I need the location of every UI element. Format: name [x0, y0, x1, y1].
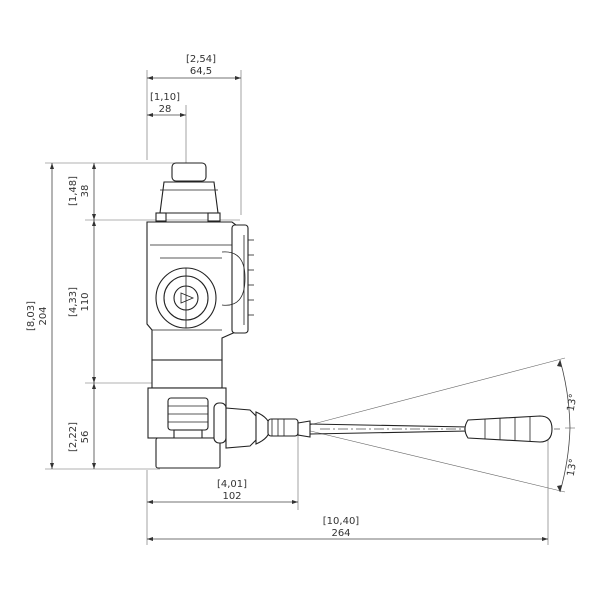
- lever-knob: [464, 415, 553, 443]
- dim-lever-to-body-mm: 102: [222, 491, 241, 502]
- bolt-right: [207, 212, 221, 222]
- spool-cap: [171, 162, 207, 182]
- dim-total-height: [8,03] 204: [26, 162, 180, 470]
- dim-total-height-mm: 204: [38, 306, 49, 325]
- valve-body: [146, 162, 299, 469]
- dim-mid-height-inch: [4,33]: [68, 287, 79, 317]
- dim-overall-length-mm: 264: [331, 528, 350, 539]
- dim-total-width-inch: [2,54]: [186, 54, 216, 65]
- dim-overall-length-inch: [10,40]: [323, 516, 360, 527]
- boot: [225, 407, 259, 449]
- dim-bottom-height-inch: [2,22]: [68, 422, 79, 452]
- dim-center-width-inch: [1,10]: [150, 92, 180, 103]
- dim-center-width-mm: 28: [159, 104, 172, 115]
- dim-top-height-mm: 38: [80, 185, 91, 198]
- dim-overall-length: [10,40] 264: [147, 440, 549, 545]
- dim-total-width-mm: 64,5: [190, 66, 212, 77]
- spool-housing: [159, 181, 219, 214]
- dim-angle-down: 13°: [566, 458, 580, 477]
- dim-top-height-inch: [1,48]: [68, 176, 79, 206]
- lever-hub: [267, 418, 299, 437]
- dim-center-width: [1,10] 28: [147, 92, 187, 165]
- clevis-pin: [213, 402, 227, 444]
- dim-lever-to-body-inch: [4,01]: [217, 479, 247, 490]
- dim-bottom-height-mm: 56: [80, 431, 91, 444]
- lever-collar: [297, 420, 311, 438]
- side-cap: [231, 224, 249, 334]
- dim-bottom-height: [2,22] 56: [68, 383, 96, 469]
- dim-angle-up: 13°: [566, 393, 580, 412]
- dim-mid-height-mm: 110: [80, 292, 91, 311]
- lower-block: [151, 359, 223, 389]
- dim-mid-height: [4,33] 110: [68, 220, 155, 384]
- dim-lever-to-body: [4,01] 102: [146, 430, 299, 545]
- dim-lever-angle: 13° 13°: [297, 357, 580, 493]
- bottom-cover: [155, 437, 221, 469]
- dim-total-height-inch: [8,03]: [26, 301, 37, 331]
- bolt-left: [155, 212, 167, 222]
- lever: [297, 415, 560, 443]
